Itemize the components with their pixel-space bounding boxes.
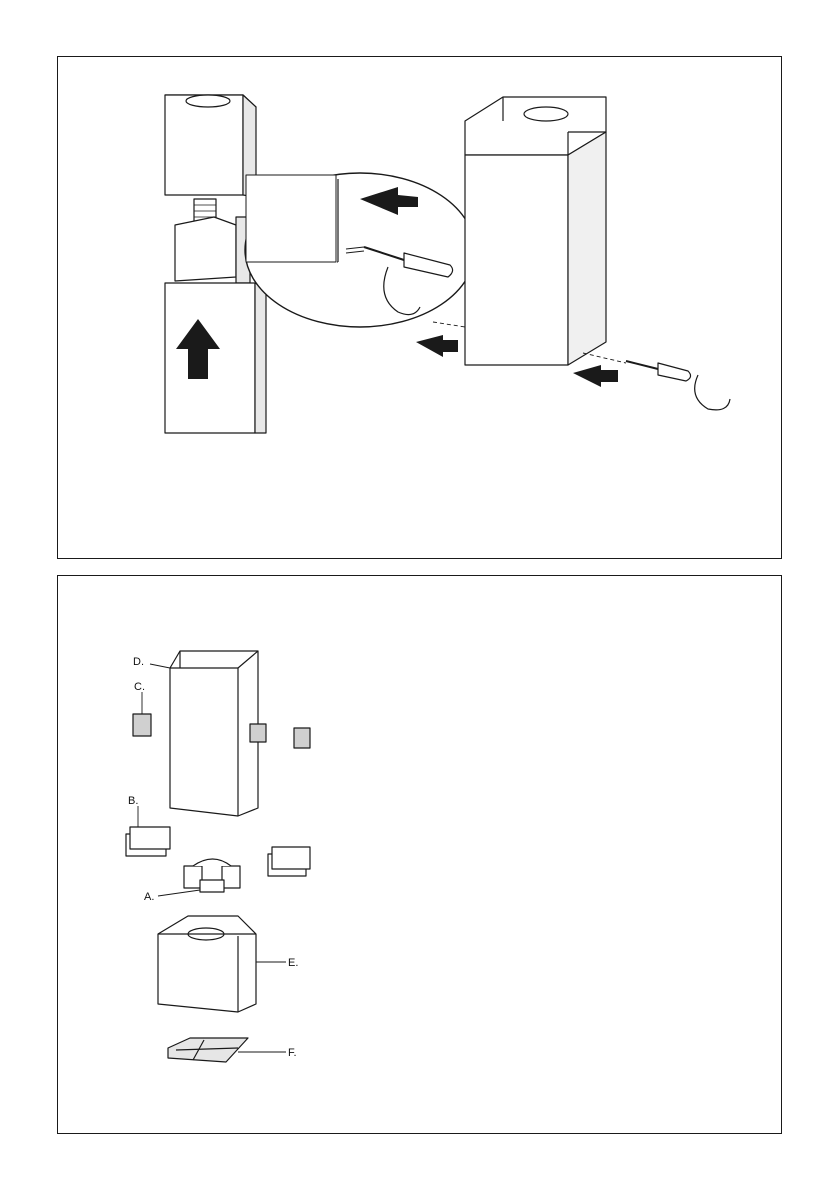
lower-chimney-box-right [465,132,606,365]
label-a: A. [144,891,154,903]
push-arrow-right [573,365,618,387]
part-c-cover-left [133,714,151,736]
label-e: E. [288,957,298,969]
part-e-motor-housing [158,916,256,1012]
assembly-step-panel [57,56,782,559]
upper-chimney-box-left [165,95,256,197]
part-f-filter [168,1038,248,1062]
label-b: B. [128,795,138,807]
part-c-cover-right [294,728,310,748]
part-b-adapter-right [268,847,310,876]
push-arrow-left [416,335,458,357]
part-d-chimney [170,651,266,816]
part-b-adapter-left [126,827,170,856]
detail-magnifier [245,173,475,327]
label-d: D. [133,656,144,668]
mounting-bracket [175,217,250,283]
label-f: F. [288,1047,297,1059]
label-c: C. [134,681,145,693]
parts-overview-panel: D. C. B. A. E. F. [57,575,782,1134]
parts-exploded-view: D. C. B. A. E. F. [58,576,783,1135]
rotation-arrow [695,375,730,410]
lower-chimney-box-left [165,283,266,433]
part-a-connector [184,859,240,892]
chimney-assembly-illustration [58,57,783,560]
